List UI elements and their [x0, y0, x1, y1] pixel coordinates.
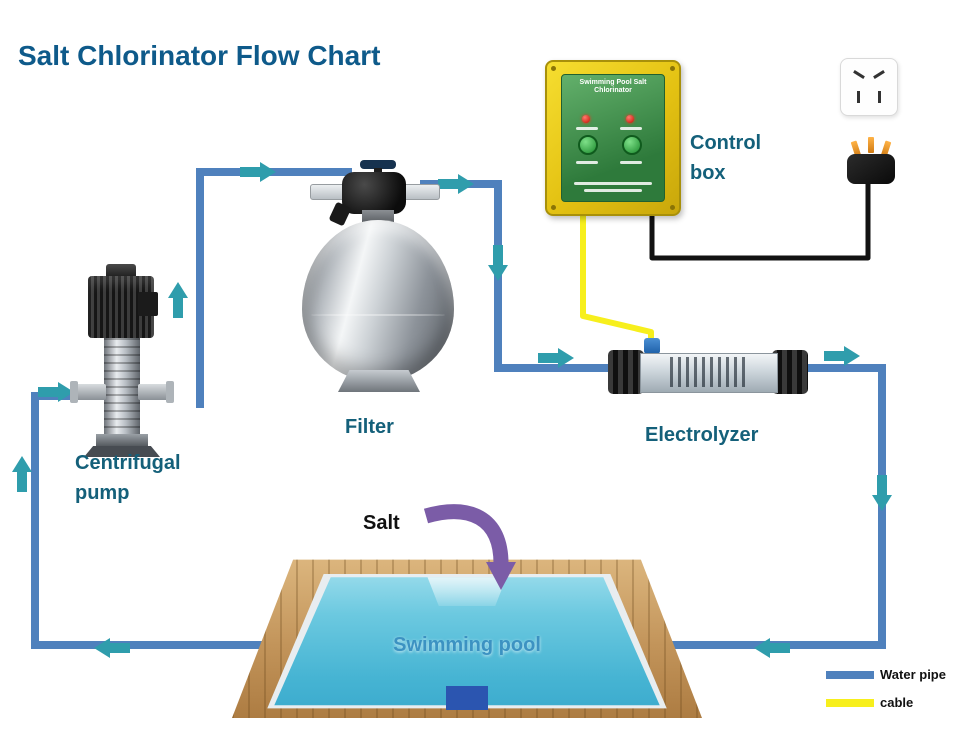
pump-label: Centrifugal pump [75, 448, 181, 508]
power-plug-graphic [843, 134, 899, 188]
flow-arrow [94, 638, 130, 658]
electrolyzer-label: Electrolyzer [645, 424, 759, 446]
outlet-slot [873, 70, 885, 79]
filter-label: Filter [345, 416, 394, 438]
panel-text-line [620, 161, 642, 164]
pump-stage-column [104, 338, 140, 434]
electrolyzer-right-cap [772, 350, 808, 394]
flow-arrow [824, 346, 860, 366]
panel-text-line [576, 127, 598, 130]
flow-arrow [488, 245, 508, 281]
control-box-label: Control box [690, 128, 761, 188]
filter-multiport-valve [342, 172, 406, 214]
filter-valve-right-port [402, 184, 440, 200]
pump-terminal-box [138, 292, 158, 316]
salt-label: Salt [363, 512, 400, 534]
flow-arrow [12, 456, 32, 492]
flow-arrow [754, 638, 790, 658]
filter-valve-handle [360, 160, 396, 169]
cable-yellow [580, 210, 654, 352]
plug-prong [868, 137, 874, 153]
legend-water-pipe-label: Water pipe [880, 667, 946, 682]
pump-label-line2: pump [75, 482, 130, 504]
panel-text-line [576, 161, 598, 164]
pump-inlet-port [70, 381, 106, 403]
pool-pad [445, 686, 489, 710]
outlet-slot [857, 91, 860, 103]
pump-motor-cap [106, 264, 136, 278]
panel-text-line [584, 189, 642, 192]
centrifugal-pump-graphic [70, 262, 175, 460]
legend-cable-label: cable [880, 695, 914, 710]
power-outlet-graphic [840, 58, 898, 116]
electrolyzer-plates [670, 357, 746, 387]
flow-arrow [38, 382, 74, 402]
pump-outlet-port [138, 381, 174, 403]
flow-arrow [438, 174, 474, 194]
pipe-pump-to-filter [196, 168, 352, 408]
pump-label-line1: Centrifugal [75, 452, 181, 474]
panel-text-line [620, 127, 642, 130]
page-title: Salt Chlorinator Flow Chart [18, 40, 381, 71]
green-button [578, 135, 598, 155]
control-box-label-line1: Control [690, 132, 762, 154]
flow-arrow [168, 282, 188, 318]
filter-tank [302, 220, 454, 382]
filter-base [338, 370, 420, 392]
legend-water-pipe-swatch [826, 671, 874, 679]
filter-graphic [296, 160, 461, 398]
screw-icon [670, 66, 675, 71]
electrolyzer-graphic [608, 338, 808, 396]
swimming-pool-graphic: Swimming pool [232, 558, 702, 718]
screw-icon [670, 205, 675, 210]
outlet-slot [878, 91, 881, 103]
flow-arrow [240, 162, 276, 182]
pool-label: Swimming pool [393, 634, 541, 656]
plug-body [847, 154, 895, 184]
electrolyzer-cable-port [644, 338, 660, 354]
control-box-panel-title: Swimming Pool Salt Chlorinator [579, 79, 647, 95]
green-button [622, 135, 642, 155]
screw-icon [551, 66, 556, 71]
electrolyzer-left-cap [608, 350, 644, 394]
red-led-indicator [626, 115, 634, 123]
control-box-panel: Swimming Pool Salt Chlorinator [561, 74, 665, 202]
cable-black [649, 184, 871, 261]
flow-arrow [872, 475, 892, 511]
pump-feet [84, 446, 160, 457]
red-led-indicator [582, 115, 590, 123]
outlet-slot [853, 70, 865, 79]
legend-cable-swatch [826, 699, 874, 707]
flow-arrow [538, 348, 574, 368]
pump-base [96, 434, 148, 446]
control-box-graphic: Swimming Pool Salt Chlorinator [545, 60, 681, 216]
panel-text-line [574, 182, 652, 185]
screw-icon [551, 205, 556, 210]
control-box-label-line2: box [690, 162, 726, 184]
